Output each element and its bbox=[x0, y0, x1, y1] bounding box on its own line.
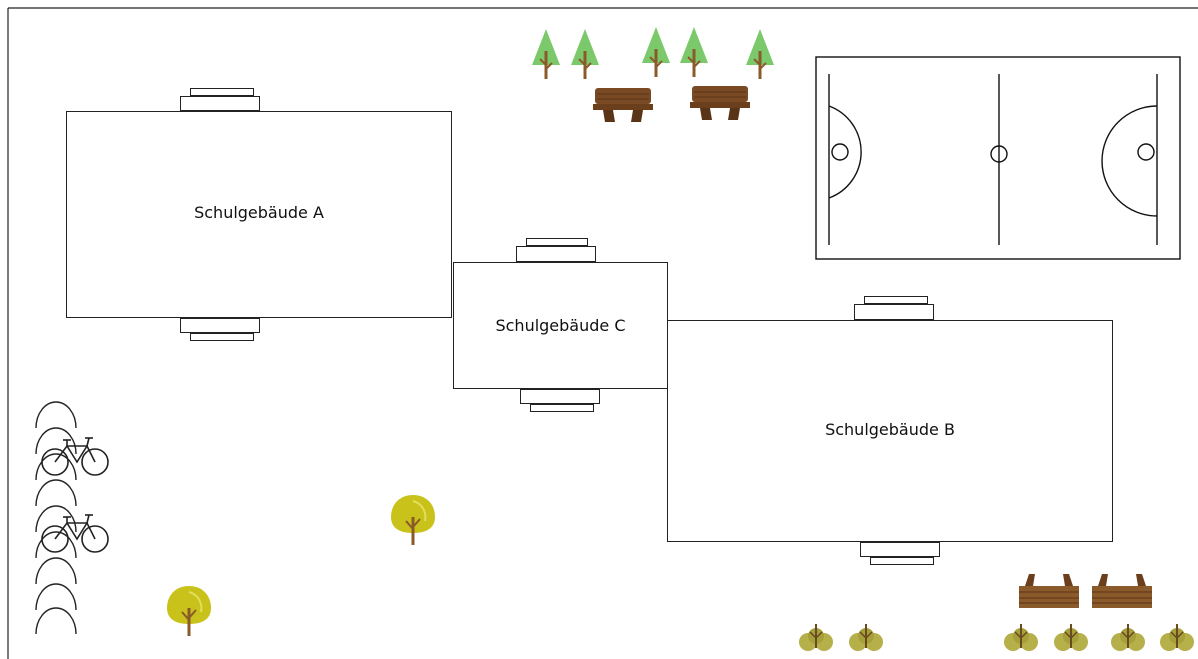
building-b[interactable]: Schulgebäude B bbox=[667, 320, 1113, 542]
entrance-step bbox=[864, 296, 928, 304]
entrance-step bbox=[190, 88, 254, 96]
building-a[interactable]: Schulgebäude A bbox=[66, 111, 452, 318]
building-a-label: Schulgebäude A bbox=[194, 203, 324, 222]
entrance-step bbox=[516, 246, 596, 262]
building-c[interactable]: Schulgebäude C bbox=[453, 262, 668, 389]
building-b-label: Schulgebäude B bbox=[825, 419, 955, 439]
entrance-step bbox=[526, 238, 588, 246]
entrance-step bbox=[530, 404, 594, 412]
entrance-step bbox=[870, 557, 934, 565]
entrance-step bbox=[190, 333, 254, 341]
entrance-step bbox=[180, 318, 260, 333]
entrance-step bbox=[854, 304, 934, 320]
building-c-label: Schulgebäude C bbox=[495, 316, 626, 335]
entrance-step bbox=[860, 542, 940, 557]
entrance-step bbox=[180, 96, 260, 111]
entrance-step bbox=[520, 389, 600, 404]
